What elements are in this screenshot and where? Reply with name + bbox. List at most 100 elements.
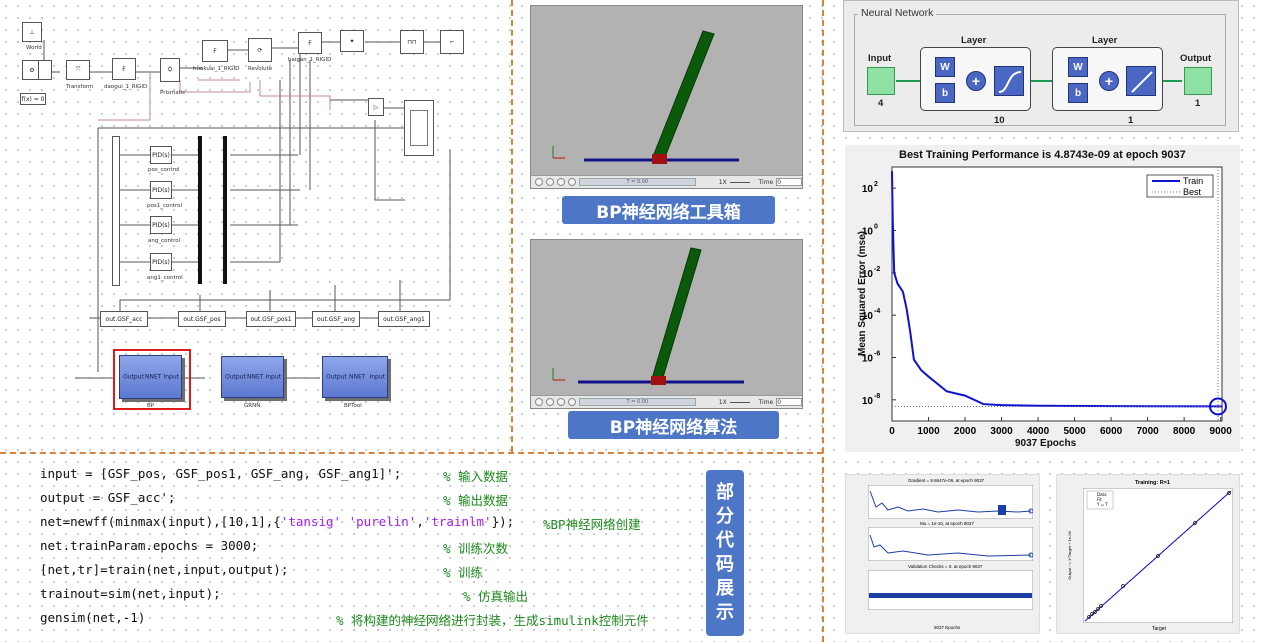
code-comment-3: %BP神经网络创建 (543, 517, 641, 532)
perf-xtick-label: 0 (889, 426, 895, 437)
code-line-3-tail: }); (491, 514, 515, 529)
nnet-bptool-block[interactable]: Output NNET Input (322, 356, 388, 398)
huakuai-block[interactable]: F (202, 40, 228, 62)
out-pos-block[interactable]: out.GSF_pos (178, 311, 226, 327)
nnet-grnn-block[interactable]: Output NNET Input (221, 356, 284, 398)
out-ang1-block[interactable]: out.GSF_ang1 (378, 311, 430, 327)
transform-block[interactable]: ⤧ (66, 60, 90, 80)
nnet-bp-block[interactable]: Output NNET Input (119, 355, 182, 399)
simulink-wires (40, 40, 451, 379)
rewind-icon[interactable] (535, 178, 543, 186)
nn-layer2-sum-icon: + (1099, 71, 1119, 91)
pid-text-3: PID(s) (152, 221, 170, 229)
revolute-block[interactable]: ⟳ (248, 38, 272, 62)
nnet-grnn-nnet: NNET (247, 373, 264, 381)
time-value: 0 (776, 398, 803, 406)
baigan-block[interactable]: F (298, 32, 322, 54)
code-line-3: net=newff(minmax(input),[10,1],{'tansig'… (40, 514, 515, 529)
pos-control-label: pos_control (148, 167, 180, 173)
pid-pos-block[interactable]: PID(s) (150, 146, 172, 164)
separator-horizontal (0, 452, 823, 454)
time-label: Time (758, 178, 774, 186)
out-pos-text: out.GSF_pos (183, 315, 221, 323)
regression-panel: Training: R=1 Data Fit Y = T Output ~= 1… (1056, 474, 1240, 634)
reg-legend-data: Data (1097, 492, 1107, 497)
out-ang-block[interactable]: out.GSF_ang (312, 311, 360, 327)
scope-block[interactable] (404, 100, 434, 156)
sensor-block[interactable]: ✦ (340, 30, 364, 52)
perf-ytick-base: 10 (862, 396, 874, 407)
fx-block[interactable]: f(x) = 0 (20, 93, 46, 105)
step-forward-icon[interactable] (567, 178, 576, 186)
perf-ytick-base: 10 (862, 184, 874, 195)
out-acc-text: out.GSF_acc (105, 315, 143, 323)
regression-title: Training: R=1 (1135, 480, 1170, 486)
speed-label: 1X (718, 178, 727, 186)
step-back-icon[interactable] (545, 178, 554, 186)
nnet-grnn-label: GRNN (244, 403, 261, 409)
pendulum-view-2 (552, 247, 744, 385)
mux-block[interactable] (112, 136, 120, 286)
side-caption-code: 部 分 代 码 展 示 (706, 470, 744, 636)
perf-ytick-base: 10 (862, 227, 874, 238)
nnet-bp-output: Output (123, 373, 144, 381)
play-icon[interactable] (556, 178, 565, 186)
mech-config-block[interactable] (38, 60, 52, 80)
speed-slider[interactable] (729, 401, 750, 403)
code-comment-5: % 训练 (443, 565, 484, 580)
nn-connections (896, 66, 1182, 94)
pid-ang1-block[interactable]: PID(s) (150, 253, 172, 271)
out-pos1-block[interactable]: out.GSF_pos1 (246, 311, 296, 327)
animation-panel-2: T = 0.00 1X Time 0 (530, 239, 803, 409)
rewind-icon[interactable] (535, 398, 543, 406)
mu-title: Mu = 1e-10, at epoch 9037 (920, 521, 974, 526)
daogui-block[interactable]: F (112, 58, 136, 80)
pos1-control-label: pos1_control (147, 203, 183, 209)
regression-plot: Data Fit Y = T (1083, 488, 1233, 623)
nn-output-node (1184, 67, 1212, 95)
out-acc-block[interactable]: out.GSF_acc (100, 311, 148, 327)
time-slider[interactable]: T = 0.00 (578, 178, 696, 186)
ang-control-label: ang_control (148, 238, 181, 244)
perf-ytick-base: 10 (862, 354, 874, 365)
time-slider[interactable]: T = 0.00 (578, 398, 696, 406)
side-caption-char-4: 码 (716, 554, 734, 575)
regression-ylabel: Output ~= 1*Target + 1e-09 (1066, 531, 1072, 580)
nn-layer1-weight: W (935, 57, 955, 77)
pid-pos1-block[interactable]: PID(s) (150, 181, 172, 199)
nn-layer1-sum-icon: + (966, 71, 986, 91)
world-block[interactable]: ⊥ (22, 22, 42, 42)
nn-layer1-size: 10 (994, 115, 1005, 126)
time-label: Time (758, 398, 774, 406)
play-icon[interactable] (556, 398, 565, 406)
animation-panel-1: T = 0.00 1X Time 0 (530, 5, 803, 189)
val-plot (868, 570, 1033, 610)
perf-xlabel: 9037 Epochs (1015, 438, 1077, 449)
nnet-bp-input: Input (163, 373, 179, 381)
speed-slider[interactable] (729, 181, 750, 183)
prismatic-block[interactable]: ⛭ (160, 58, 180, 82)
pid-text-2: PID(s) (152, 186, 170, 194)
code-comment-7: % 将构建的神经网络进行封装，生成simulink控制元件 (336, 613, 649, 628)
gain-block[interactable]: ▷ (368, 98, 384, 116)
world-label: World (26, 45, 42, 51)
pid-ang-block[interactable]: PID(s) (150, 216, 172, 234)
nn-output-label: Output (1180, 53, 1212, 64)
code-line-3-head: net=newff(minmax(input),[10,1],{ (40, 514, 281, 529)
nnet-grnn-output: Output (225, 373, 246, 381)
code-line-2: output = GSF_acc'; (40, 490, 176, 505)
perf-legend-train: Train (1183, 176, 1203, 186)
perf-title: Best Training Performance is 4.8743e-09 … (899, 149, 1186, 161)
perf-xtick-label: 8000 (1173, 426, 1196, 437)
performance-plot-panel: Best Training Performance is 4.8743e-09 … (845, 145, 1240, 452)
huakuai-label: huakuai_1_RIGID (193, 66, 240, 72)
step-forward-icon[interactable] (567, 398, 576, 406)
perf-xtick-label: 5000 (1063, 426, 1086, 437)
val-title: Validation Checks = 0, at epoch 9037 (908, 564, 983, 569)
out-pos1-text: out.GSF_pos1 (250, 315, 292, 323)
pulse-block[interactable]: ⊓⊓ (400, 30, 424, 54)
step-block[interactable]: ⌐ (440, 30, 464, 54)
time-value: 0 (776, 178, 803, 186)
step-back-icon[interactable] (545, 398, 554, 406)
transform-label: Transform (66, 84, 94, 90)
